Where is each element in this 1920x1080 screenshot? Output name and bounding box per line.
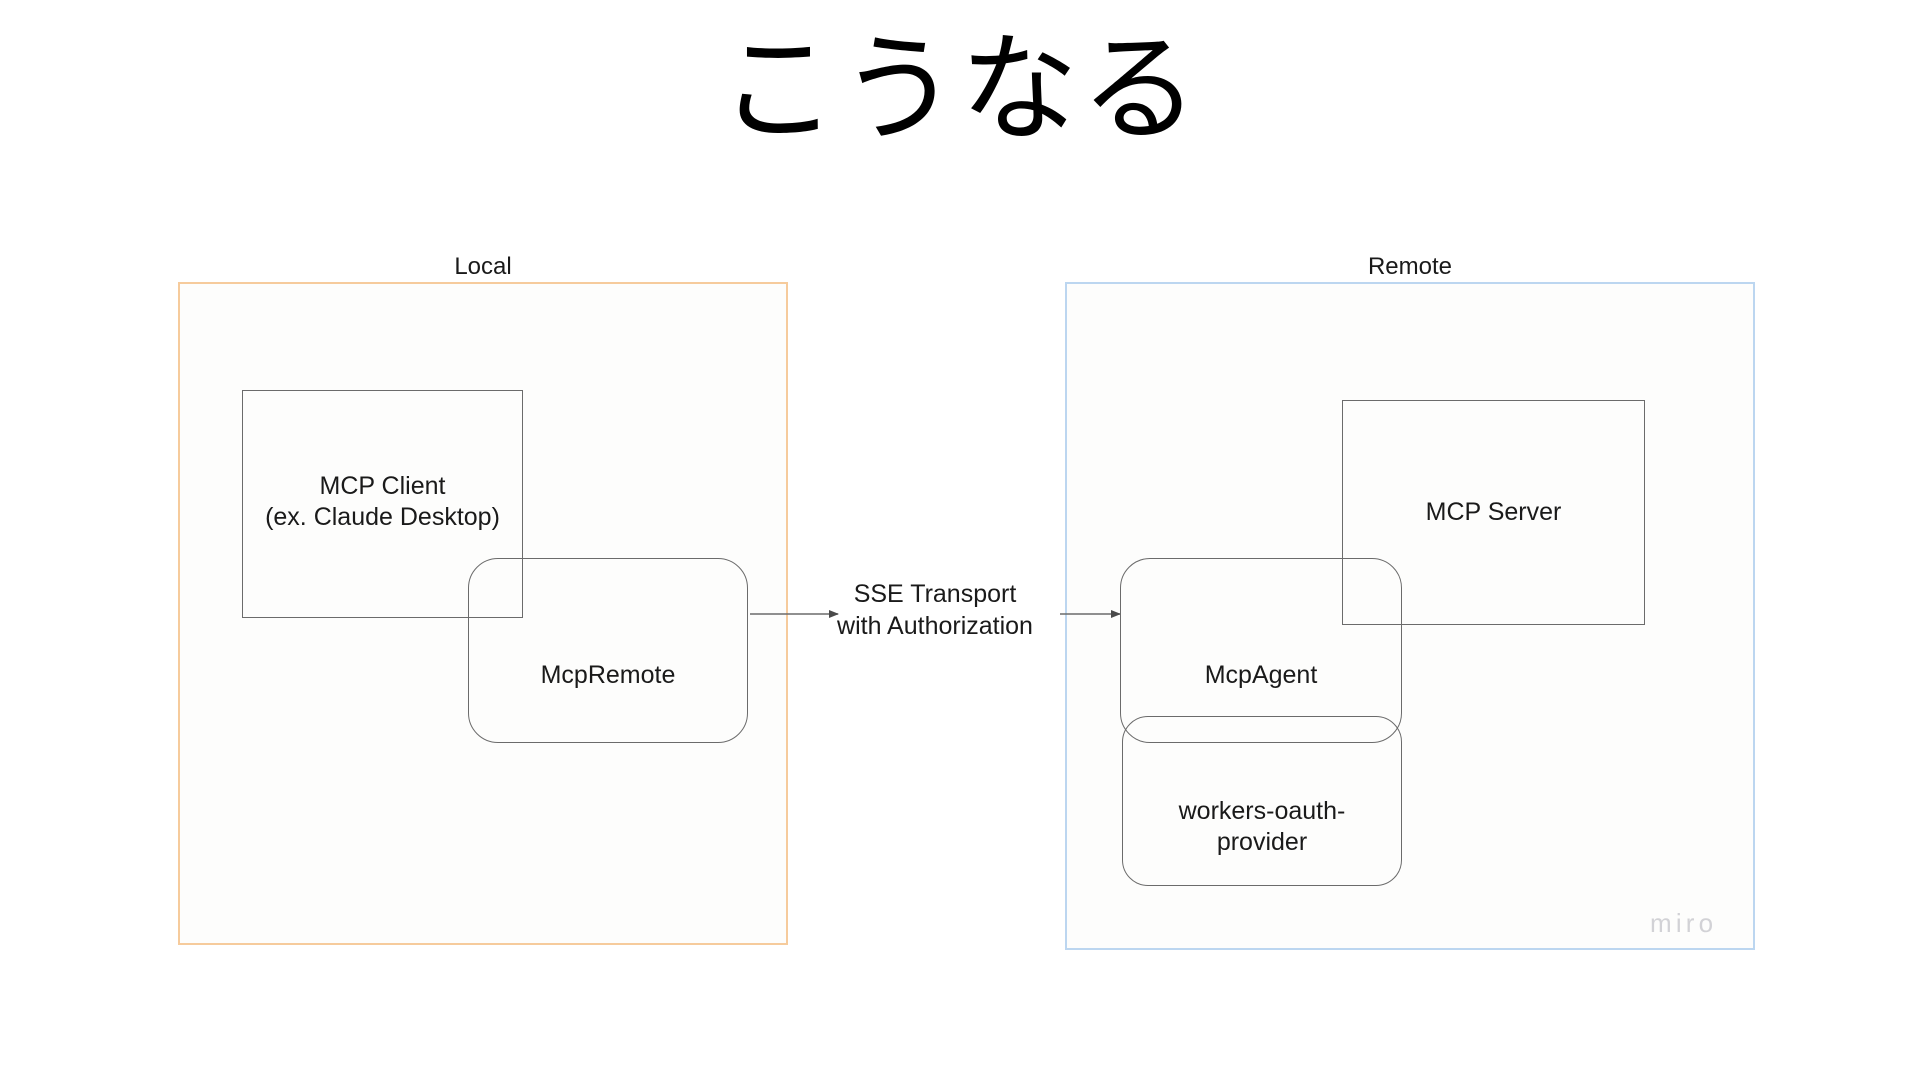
zone-label-local: Local (454, 253, 512, 280)
node-mcp-remote-label: McpRemote (540, 660, 676, 689)
node-workers-oauth-provider[interactable]: workers-oauth- provider (1122, 716, 1402, 886)
node-mcp-client-label: MCP Client (ex. Claude Desktop) (265, 471, 500, 532)
zone-frame-local (178, 282, 788, 945)
node-mcp-client[interactable]: MCP Client (ex. Claude Desktop) (242, 390, 523, 618)
zone-label-remote: Remote (1367, 253, 1453, 280)
page-title: こうなる (719, 20, 1201, 158)
node-mcp-agent[interactable]: McpAgent (1120, 558, 1402, 743)
connector-label-sse-transport: SSE Transport with Authorization (837, 580, 1033, 640)
node-mcp-agent-label: McpAgent (1204, 660, 1318, 689)
node-mcp-server-label: MCP Server (1425, 497, 1562, 526)
node-mcp-server[interactable]: MCP Server (1342, 400, 1645, 625)
miro-watermark: miro (1650, 908, 1718, 938)
zone-frame-remote (1065, 282, 1755, 950)
node-mcp-remote[interactable]: McpRemote (468, 558, 748, 743)
node-workers-oauth-provider-label: workers-oauth- provider (1178, 796, 1346, 857)
